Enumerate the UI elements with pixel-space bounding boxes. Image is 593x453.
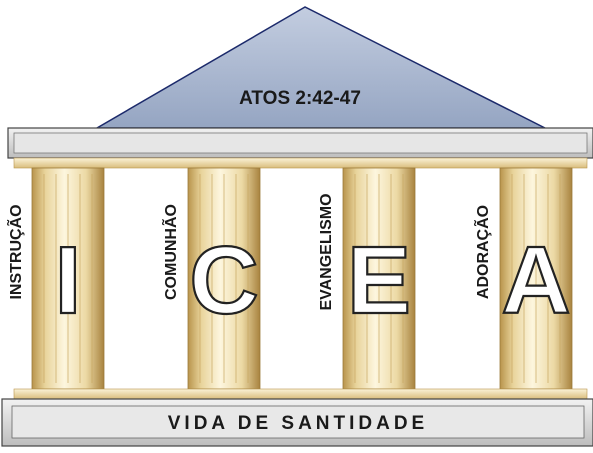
- pillar-letter: A: [501, 227, 570, 334]
- pillars-group: I INSTRUÇÃO C COMUNHÃO E EVANGELISMO A ADORAÇÃO: [5, 167, 573, 390]
- roof-pediment: [94, 6, 546, 129]
- foundation-label: VIDA DE SANTIDADE: [168, 413, 428, 434]
- pillar-word: EVANGELISMO: [318, 193, 335, 310]
- capital-strip: [13, 157, 588, 169]
- base-strip: [13, 388, 588, 400]
- pillar-word: COMUNHÃO: [160, 204, 180, 300]
- pillar-word: INSTRUÇÃO: [5, 204, 25, 299]
- pillar-letter: C: [189, 227, 258, 334]
- pillar-word: ADORAÇÃO: [472, 205, 492, 299]
- roof-label: ATOS 2:42-47: [239, 88, 361, 109]
- pillar-letter: E: [347, 227, 411, 334]
- pillar-letter: I: [55, 227, 82, 334]
- top-beam-inner: [13, 132, 588, 154]
- foundation-inner: [11, 405, 585, 439]
